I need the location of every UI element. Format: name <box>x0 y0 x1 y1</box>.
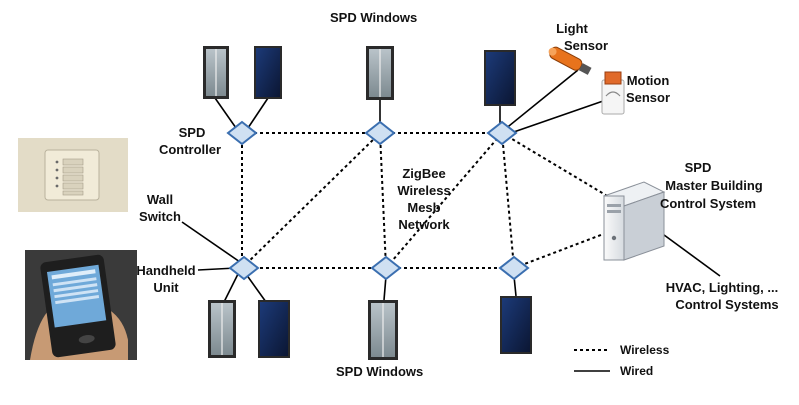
window-dark-bottom-4 <box>500 296 532 354</box>
label-hvac-2: Control Systems <box>675 297 778 312</box>
label-handheld-1: Handheld <box>136 263 195 278</box>
label-wall-switch-2: Switch <box>139 209 181 224</box>
motion-sensor-icon <box>601 71 625 115</box>
controller-node-top-mid <box>364 120 396 146</box>
legend-wireless-label: Wireless <box>620 343 670 357</box>
label-light-sensor-1: Light <box>556 21 588 36</box>
label-wall-switch-1: Wall <box>147 192 173 207</box>
label-motion-sensor-2: Sensor <box>626 90 670 105</box>
window-clear-bottom-3 <box>368 300 398 360</box>
controller-node-bottom-left <box>228 255 260 281</box>
controller-node-top-right <box>486 120 518 146</box>
wired-links <box>181 69 721 303</box>
window-clear-top-3 <box>366 46 394 100</box>
label-spd-controller-1: SPD <box>179 125 206 140</box>
label-spd-windows-bottom: SPD Windows <box>336 364 423 379</box>
label-master-1: SPD <box>685 160 712 175</box>
window-dark-top-2 <box>254 46 282 99</box>
label-zigbee-2: Wireless <box>397 183 450 198</box>
window-clear-bottom-1 <box>208 300 236 358</box>
diagram-labels: SPD Windows Light Sensor Motion Sensor S… <box>136 10 778 379</box>
window-dark-bottom-2 <box>258 300 290 358</box>
label-light-sensor-2: Sensor <box>564 38 608 53</box>
wall-switch-image <box>18 138 128 212</box>
label-zigbee-3: Mesb <box>407 200 440 215</box>
spd-windows <box>203 46 532 360</box>
label-spd-controller-2: Controller <box>159 142 221 157</box>
controller-node-bottom-right <box>498 255 530 281</box>
legend: Wireless Wired <box>574 343 670 378</box>
label-master-3: Control System <box>660 196 756 211</box>
mesh-nodes <box>226 120 530 281</box>
label-spd-windows-top: SPD Windows <box>330 10 417 25</box>
legend-wired-label: Wired <box>620 364 653 378</box>
server-tower-icon <box>602 181 666 261</box>
label-motion-sensor-1: Motion <box>627 73 670 88</box>
handheld-unit-image <box>25 250 137 360</box>
controller-node-top-left <box>226 120 258 146</box>
wireless-links <box>241 132 615 269</box>
light-sensor-icon <box>548 46 592 75</box>
controller-node-bottom-mid <box>370 255 402 281</box>
label-handheld-2: Unit <box>153 280 179 295</box>
label-zigbee-1: ZigBee <box>402 166 445 181</box>
window-clear-top-1 <box>203 46 229 99</box>
window-dark-top-4 <box>484 50 516 106</box>
label-hvac-1: HVAC, Lighting, ... <box>666 280 778 295</box>
label-zigbee-4: Network <box>398 217 450 232</box>
label-master-2: Master Building <box>665 178 763 193</box>
